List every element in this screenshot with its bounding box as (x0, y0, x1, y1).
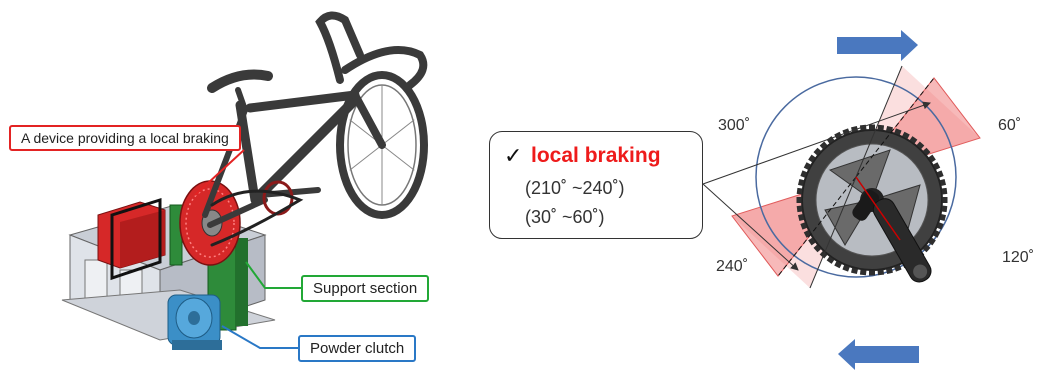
chainring-tooth (939, 213, 947, 221)
powder-clutch-illustration (167, 294, 222, 350)
rotation-arrow-bottom-icon (838, 339, 919, 370)
chainring-tooth (800, 222, 808, 230)
support-section-label: Support section (301, 275, 430, 302)
angle-label-60: 60˚ (998, 117, 1022, 134)
test-rig-illustration (61, 11, 428, 350)
device-label: A device providing a local braking (9, 125, 241, 151)
chainring-tooth (859, 269, 867, 276)
chainring-tooth (941, 205, 948, 213)
chainring-tooth (826, 256, 835, 264)
braking-range-1: (210˚ ~240˚) (525, 178, 625, 198)
chainring-tooth (800, 170, 808, 178)
chainring-tooth (939, 179, 947, 187)
chainring-tooth (796, 187, 803, 195)
rotation-circle (755, 76, 957, 278)
chainring-tooth (928, 237, 936, 246)
chainring-tooth (933, 230, 941, 238)
chainring-tooth (942, 197, 948, 203)
chainring-tooth (834, 261, 842, 269)
chainring-tooth (933, 162, 941, 170)
braking-range-2: (30˚ ~60˚) (525, 207, 605, 227)
chainring-tooth (885, 267, 893, 275)
chainring-tooth (877, 124, 885, 131)
chainring-tooth (808, 154, 816, 163)
callout-arrow-lower (702, 183, 799, 271)
chainring-tooth (909, 136, 918, 144)
chainring-tooth (936, 222, 944, 230)
chainring-tooth (894, 264, 902, 272)
chainring-tooth (797, 213, 805, 221)
local-braking-callout: ✓ local braking (210˚ ~240˚) (30˚ ~60˚) (489, 131, 703, 239)
chainring-tooth (819, 141, 828, 150)
support-label-leader (245, 261, 301, 289)
chainring-tooth (796, 205, 803, 213)
chainring-tooth (936, 170, 944, 178)
angle-label-120: 120˚ (1002, 249, 1035, 266)
callout-arrow-upper (702, 101, 931, 185)
callout-title: local braking (531, 144, 661, 167)
chainring-tooth (922, 244, 931, 253)
chainring-tooth (813, 244, 822, 253)
check-icon: ✓ (504, 143, 523, 168)
chainring-tooth (813, 147, 822, 156)
chainring-tooth (808, 237, 816, 246)
chainring-tooth (928, 154, 936, 163)
device-label-leader (194, 149, 245, 196)
chainring-tooth (885, 125, 893, 133)
chainring-tooth (922, 147, 931, 156)
chainring-tooth (877, 269, 885, 276)
chainring-tooth (869, 124, 875, 130)
chainring-tooth (797, 179, 805, 187)
chainring-tooth (941, 187, 948, 195)
angle-label-240: 240˚ (716, 258, 749, 275)
chainring-tooth (894, 128, 902, 136)
red-device-box (97, 201, 166, 269)
chainring-tooth (796, 197, 802, 203)
rotation-arrow-top-icon (837, 30, 918, 61)
chainring-tooth (902, 131, 910, 139)
chainring-tooth (842, 264, 850, 272)
angle-label-300: 300˚ (718, 117, 751, 134)
chainring-tooth (803, 162, 811, 170)
powder-clutch-label: Powder clutch (298, 335, 417, 362)
chainring-tooth (916, 141, 925, 150)
chainring-tooth (851, 267, 859, 275)
chainring-tooth (869, 270, 875, 276)
clutch-label-leader (221, 325, 298, 349)
